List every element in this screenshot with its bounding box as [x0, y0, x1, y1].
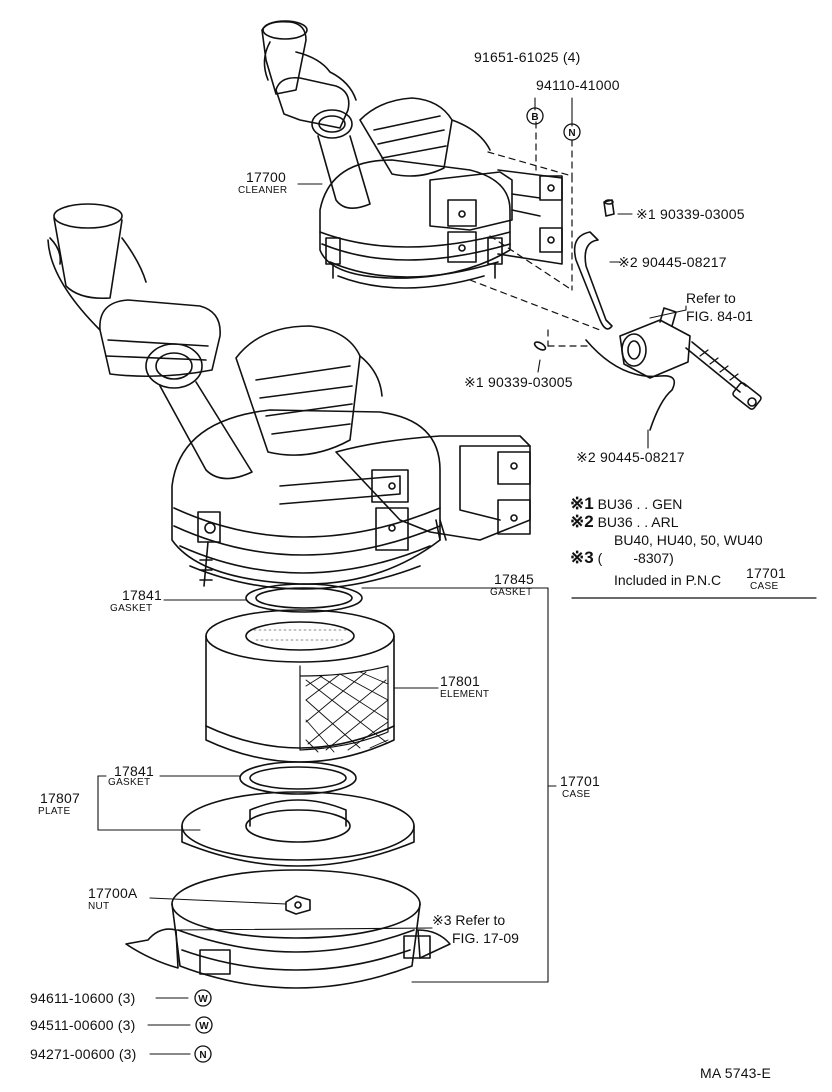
label-17700: 17700 [246, 169, 286, 185]
icon-letter-w1: W [198, 994, 208, 1005]
label-94611: 94611-10600 (3) [30, 990, 136, 1006]
label-94110: 94110-41000 [536, 77, 620, 93]
icon-letter-b: B [531, 112, 538, 123]
label-17841-lower: 17841 [114, 763, 154, 779]
note-2: ※2 BU36 . . ARL [570, 512, 679, 531]
gasket-lower-drawing [239, 761, 357, 795]
upper-cleaner-drawing [261, 20, 563, 289]
case-drawing [125, 869, 451, 989]
refer-84-line1: Refer to [686, 290, 736, 306]
note-3: ※3 ( -8307) [570, 548, 674, 567]
label-17701-name: CASE [562, 789, 591, 800]
icon-letter-w2: W [199, 1021, 209, 1032]
refer-17-line1: ※3 Refer to [432, 912, 506, 928]
refer-17-line2: FIG. 17-09 [452, 930, 519, 946]
refer-84-line2: FIG. 84-01 [686, 308, 753, 324]
bolt-b-icon [526, 107, 544, 125]
washer-w-icon-1 [194, 989, 212, 1007]
label-17807: 17807 [40, 790, 80, 806]
label-90339-a: ※1 90339-03005 [636, 206, 745, 222]
label-17845-name: GASKET [490, 587, 533, 598]
gasket-top-drawing [245, 583, 363, 613]
note-1-mark: ※1 [570, 494, 594, 513]
plate-drawing [181, 791, 415, 867]
note-included: Included in P.N.C [614, 572, 722, 588]
upper-dashed-leaders [469, 121, 601, 347]
label-17841-top: 17841 [122, 587, 162, 603]
label-17700A: 17700A [88, 885, 138, 901]
label-17841-top-name: GASKET [110, 603, 153, 614]
label-17841-lower-name: GASKET [108, 777, 151, 788]
note-2-mark: ※2 [570, 512, 594, 531]
label-94271: 94271-00600 (3) [30, 1046, 137, 1062]
figure-code: MA 5743-E [700, 1065, 772, 1081]
note-3-mark: ※3 [570, 548, 594, 567]
nut-n-icon-2 [194, 1045, 212, 1063]
icon-letter-n2: N [199, 1050, 206, 1061]
vsv-and-hoses [533, 199, 762, 431]
note-included-num: 17701 [746, 565, 786, 581]
element-drawing [205, 609, 395, 763]
label-94511: 94511-00600 (3) [30, 1017, 136, 1033]
label-17701: 17701 [560, 773, 600, 789]
label-17801-name: ELEMENT [440, 689, 490, 700]
label-17700-name: CLEANER [238, 185, 288, 196]
washer-w-icon-2 [195, 1016, 213, 1034]
label-17807-name: PLATE [38, 806, 71, 817]
note-1: ※1 BU36 . . GEN [570, 494, 683, 513]
label-90445-a: ※2 90445-08217 [618, 254, 727, 270]
nut-n-icon [563, 123, 581, 141]
note-3-text: ( -8307) [597, 550, 674, 566]
lower-cleaner-drawing [47, 203, 531, 590]
note-included-name: CASE [750, 581, 779, 592]
label-90339-b: ※1 90339-03005 [464, 374, 573, 390]
label-17801: 17801 [440, 673, 480, 689]
icon-letter-n: N [568, 128, 575, 139]
label-91651: 91651-61025 (4) [474, 49, 581, 65]
note-2-text: BU36 . . ARL [597, 514, 679, 530]
label-17845: 17845 [494, 571, 534, 587]
label-17700A-name: NUT [88, 901, 110, 912]
fastener-symbols [194, 107, 581, 1063]
note-1-text: BU36 . . GEN [597, 496, 683, 512]
label-90445-b: ※2 90445-08217 [576, 449, 685, 465]
note-2-line2: BU40, HU40, 50, WU40 [614, 532, 763, 548]
